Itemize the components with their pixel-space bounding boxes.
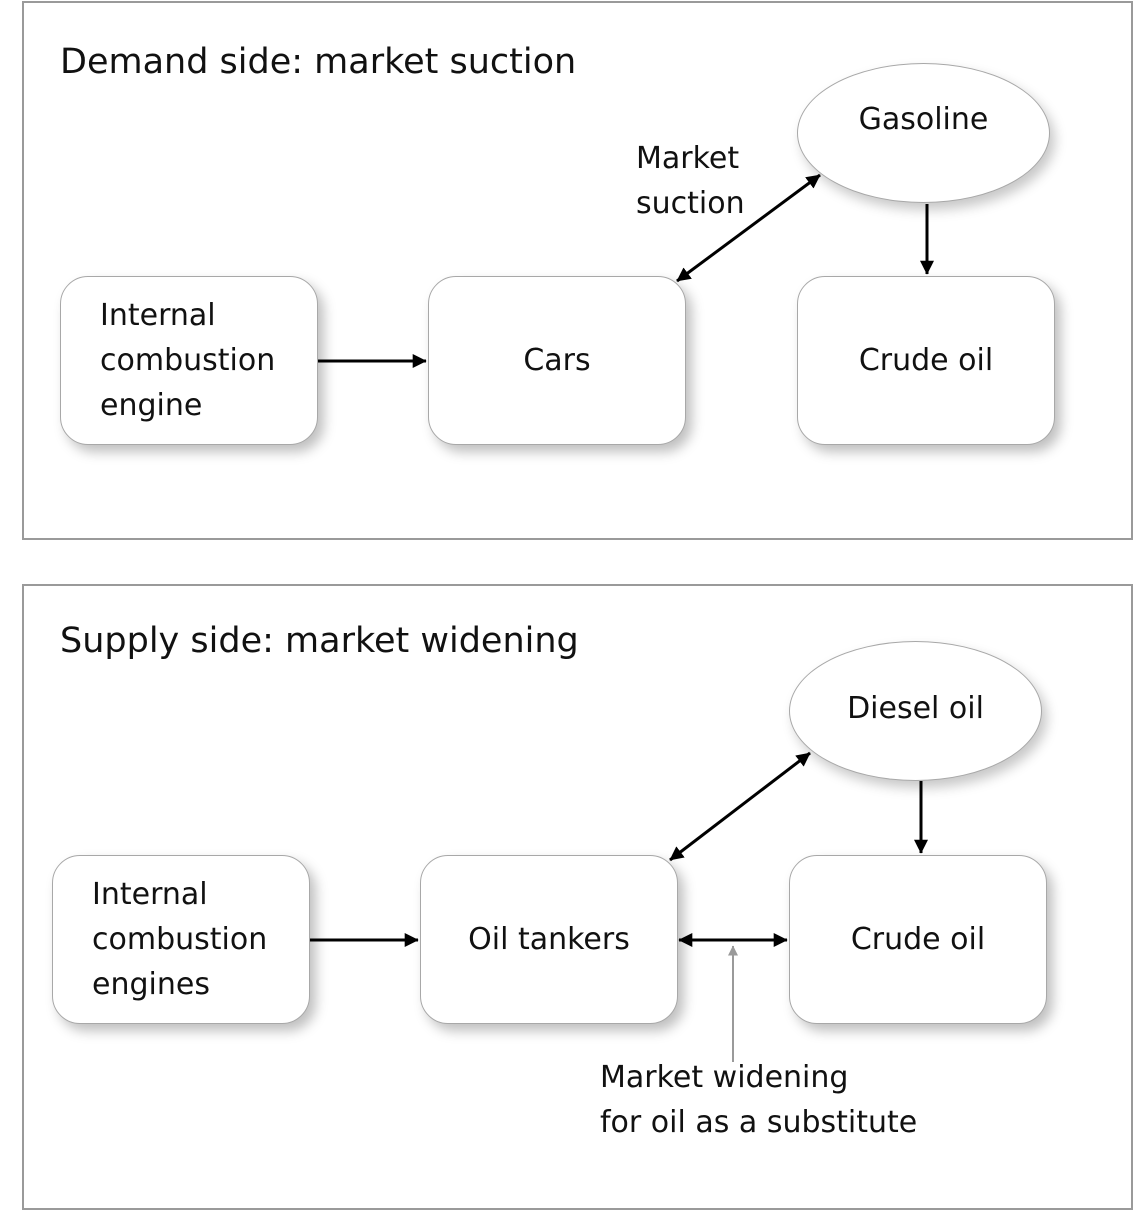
demand-side-title: Demand side: market suction xyxy=(60,42,577,82)
internal-combustion-engines-box: Internal combustion engines xyxy=(52,855,310,1024)
supply-crude-oil-box: Crude oil xyxy=(789,855,1047,1024)
market-widening-note: Market widening for oil as a substitute xyxy=(600,1060,918,1140)
demand-crude-oil-label: Crude oil xyxy=(858,343,994,378)
gasoline-ellipse: Gasoline xyxy=(797,63,1050,203)
internal-combustion-engine-box: Internal combustion engine xyxy=(60,276,318,445)
oil-tankers-label: Oil tankers xyxy=(468,922,630,957)
internal-combustion-engine-label: Internal combustion engine xyxy=(100,298,276,423)
cars-label: Cars xyxy=(523,343,591,378)
demand-crude-oil-box: Crude oil xyxy=(797,276,1055,445)
supply-crude-oil-label: Crude oil xyxy=(850,922,986,957)
gasoline-label: Gasoline xyxy=(858,102,989,137)
oil-tankers-box: Oil tankers xyxy=(420,855,678,1024)
diesel-oil-ellipse: Diesel oil xyxy=(789,641,1042,781)
diesel-oil-label: Diesel oil xyxy=(847,691,984,726)
market-suction-note: Market suction xyxy=(636,141,745,221)
internal-combustion-engines-label: Internal combustion engines xyxy=(92,877,268,1002)
supply-side-title: Supply side: market widening xyxy=(60,621,579,661)
cars-box: Cars xyxy=(428,276,686,445)
